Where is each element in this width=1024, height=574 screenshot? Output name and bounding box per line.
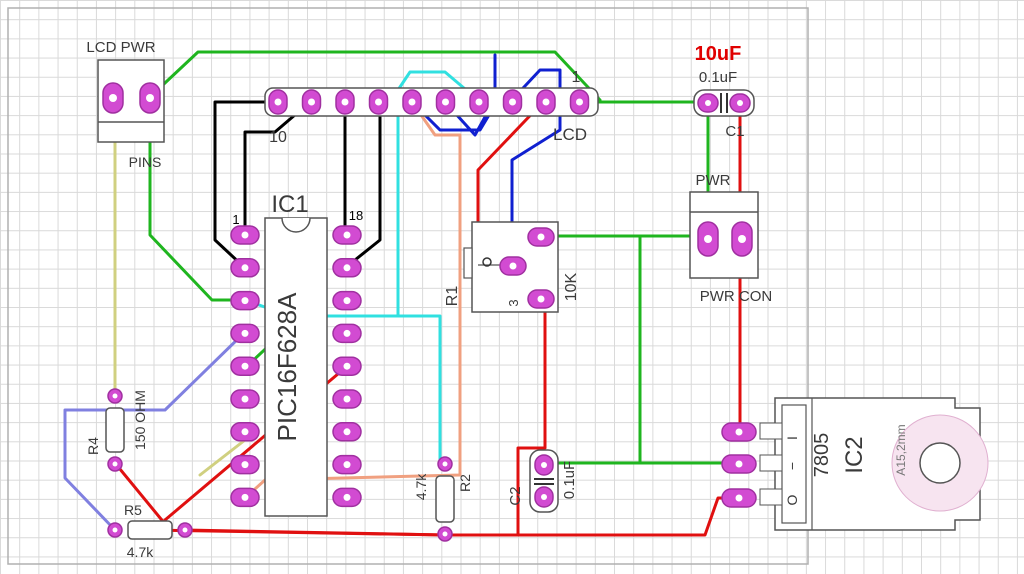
r1-pin3-label: 3 [506, 299, 521, 306]
pwr-connector [689, 191, 759, 279]
lcd-pad-7-hole [375, 98, 382, 106]
ic1-body [264, 217, 328, 517]
r1-label: R1 [444, 286, 461, 307]
pins-label: PINS [129, 154, 162, 170]
ic1-pad-12-hole [343, 428, 351, 436]
r4-label: R4 [85, 437, 101, 455]
trace-red-r4-r5 [113, 461, 172, 532]
ic1-pad-5-hole [241, 362, 249, 370]
ic1-pad-3-hole [241, 297, 249, 305]
ic2-regulator: I − O [721, 397, 989, 531]
ic1-pad-15-hole [343, 329, 351, 337]
ic1-pin1-label: 1 [232, 212, 239, 227]
c1-label: C1 [725, 123, 744, 140]
board-outline [7, 7, 809, 565]
ic1-pad-8-hole [241, 461, 249, 469]
lcd-pad-4-hole [475, 98, 483, 106]
svg-text:O: O [784, 494, 800, 505]
trace-lavender-1 [63, 330, 247, 532]
c1-value-label: 0.1uF [699, 69, 737, 86]
trace-black-2 [243, 100, 312, 237]
lcd-label: LCD [553, 125, 587, 144]
trace-cyan-down [396, 314, 442, 467]
r4-value-label: 150 OHM [132, 390, 148, 450]
pwr-con-label: PWR CON [700, 288, 773, 305]
trace-salmon [243, 100, 462, 500]
ic1-pad-1-hole [241, 231, 249, 239]
trace-green-lcdpwr-left [148, 95, 247, 302]
ic2-part-label: 7805 [811, 433, 833, 478]
c1-note-label: 10uF [695, 43, 742, 65]
svg-text:−: − [784, 462, 800, 470]
ic2-hole-label: A15,2mm [894, 424, 908, 475]
ic1-pin18-label: 18 [349, 208, 363, 223]
r1-value-label: 10K [563, 272, 580, 301]
ic1-pad-9-hole [241, 493, 249, 501]
lcd-pad-10-hole [274, 98, 282, 106]
c2-capacitor [529, 449, 559, 513]
lcd-pads [268, 89, 590, 115]
lcd-pad-2-hole [542, 98, 550, 106]
lcd-pwr-connector [97, 59, 165, 143]
ic1-pad-10-hole [343, 493, 351, 501]
r5-label: R5 [124, 502, 142, 518]
c2-label: C2 [507, 486, 524, 505]
ic1-pad-4-hole [241, 329, 249, 337]
lcd-pad-3-hole [509, 98, 516, 106]
r2-resistor [435, 456, 455, 542]
lcd-pad-8-hole [341, 98, 349, 106]
ic1-label: IC1 [271, 191, 308, 218]
trace-red-r2 [183, 528, 447, 537]
lcd-pad-1-hole [576, 98, 583, 106]
ic1-pad-11-hole [343, 461, 351, 469]
r1-potentiometer [463, 221, 559, 313]
ic1-pad-13-hole [343, 395, 351, 403]
ic1-pad-2-hole [241, 264, 249, 272]
ic1-part-label: PIC16F628A [272, 292, 302, 442]
lcd-pad-5-hole [442, 98, 449, 106]
ic1-pad-17-hole [343, 264, 351, 272]
trace-black-1 [213, 100, 280, 270]
ic1-pads [230, 225, 362, 508]
r2-value-label: 4.7k [413, 473, 429, 500]
ic1-pad-6-hole [241, 395, 249, 403]
r5-resistor [107, 520, 193, 540]
lcd-pin1-label: 1 [572, 69, 581, 86]
traces [63, 50, 742, 537]
trace-green-lcdpwr [148, 50, 602, 102]
lcd-pwr-label: LCD PWR [86, 39, 155, 56]
ic2-label: IC2 [841, 436, 868, 473]
trace-black-4 [343, 100, 382, 270]
trace-red-pot-c2 [516, 298, 547, 537]
lcd-pad-6-hole [408, 98, 416, 106]
ic1-pad-16-hole [343, 297, 351, 305]
trace-khaki-ic1 [198, 438, 247, 477]
ic1-pad-7-hole [241, 428, 249, 436]
ic1-pad-18-hole [343, 231, 351, 239]
ic1-pad-14-hole [343, 362, 351, 370]
lcd-pad-9-hole [308, 98, 315, 106]
svg-text:I: I [784, 436, 800, 440]
r2-label: R2 [457, 474, 473, 492]
r5-value-label: 4.7k [127, 544, 154, 560]
r4-resistor [105, 388, 125, 472]
c1-capacitor [693, 89, 755, 117]
pwr-label: PWR [696, 172, 731, 189]
c2-value-label: 0.1uF [561, 461, 578, 499]
lcd-pin10-label: 10 [269, 129, 287, 146]
